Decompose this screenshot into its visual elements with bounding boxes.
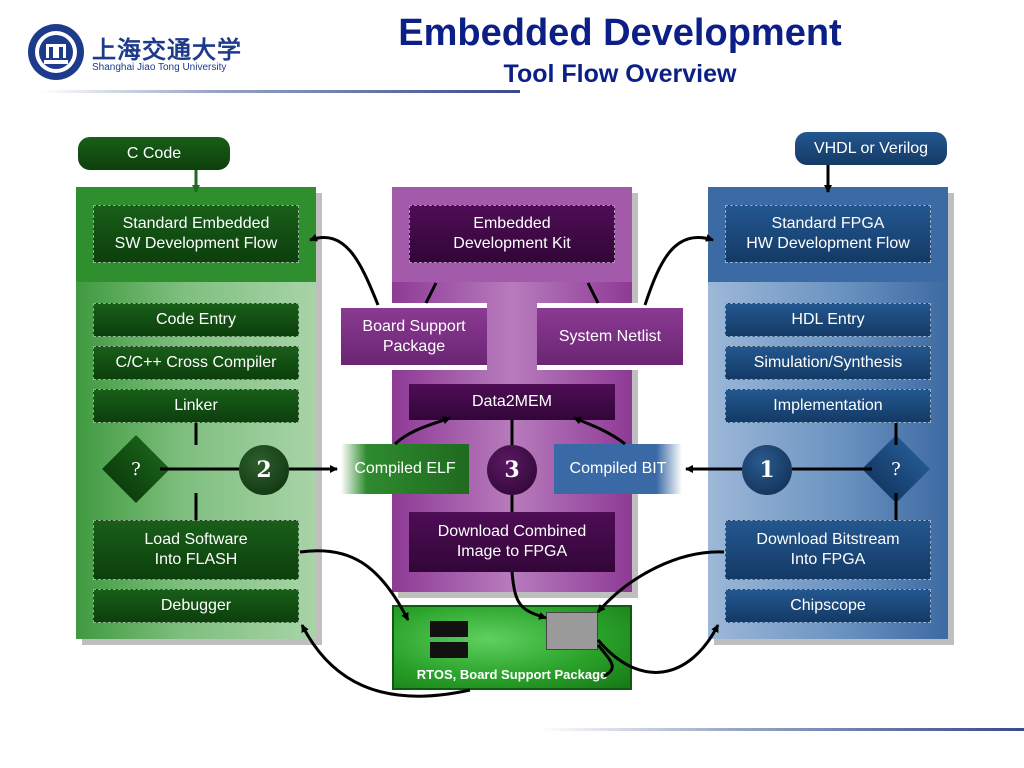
- university-name-cn: 上海交通大学: [92, 35, 242, 64]
- kit-header: Embedded Development Kit: [409, 205, 615, 263]
- kit-to-netlist-line: [586, 282, 600, 304]
- load-to-board-arrow: [299, 549, 410, 621]
- software-decision-label: ?: [131, 458, 141, 480]
- bit-to-data2mem-arrow: [573, 416, 626, 446]
- netlist-to-hw-arrow: [643, 234, 714, 306]
- page-title: Embedded Development: [398, 12, 842, 54]
- debugger-step: Debugger: [93, 589, 299, 623]
- c-code-pill: C Code: [78, 137, 230, 170]
- cross-compiler-step: C/C++ Cross Compiler: [93, 346, 299, 380]
- university-seal-icon: [28, 24, 84, 80]
- bitstream-to-chip-arrow: [596, 550, 725, 613]
- hdl-entry-step: HDL Entry: [725, 303, 931, 337]
- system-netlist-box: System Netlist: [537, 303, 683, 370]
- compiled-elf-box: Compiled ELF: [341, 444, 469, 494]
- step-1-badge: 1: [742, 445, 792, 495]
- data2mem-box: Data2MEM: [409, 384, 615, 420]
- simulation-synthesis-step: Simulation/Synthesis: [725, 346, 931, 380]
- compiled-bit-box: Compiled BIT: [554, 444, 682, 494]
- board-to-debugger-arrow: [300, 624, 471, 698]
- board-label: RTOS, Board Support Package: [416, 667, 608, 682]
- footer-rule: [540, 728, 1024, 731]
- load-software-step: Load Software Into FLASH: [93, 520, 299, 580]
- chip-to-board-left-arrow: [596, 644, 614, 678]
- elf-to-data2mem-arrow: [393, 416, 451, 446]
- hdl-pill: VHDL or Verilog: [795, 132, 947, 165]
- header-rule: [40, 90, 520, 93]
- step-2-badge: 2: [239, 445, 289, 495]
- software-flow-header: Standard Embedded SW Development Flow: [93, 205, 299, 263]
- hardware-flow-header: Standard FPGA HW Development Flow: [725, 205, 931, 263]
- download-combined-to-chip-arrow: [510, 571, 547, 620]
- board-to-chipscope-arrow: [596, 624, 720, 674]
- implementation-step: Implementation: [725, 389, 931, 423]
- bsp-to-sw-arrow: [309, 233, 380, 306]
- linker-step: Linker: [93, 389, 299, 423]
- board-chip-icon: [430, 642, 468, 658]
- kit-to-bsp-line: [424, 282, 438, 304]
- download-bitstream-step: Download Bitstream Into FPGA: [725, 520, 931, 580]
- chipscope-step: Chipscope: [725, 589, 931, 623]
- university-name-en: Shanghai Jiao Tong University: [92, 62, 227, 73]
- bsp-box: Board Support Package: [341, 303, 487, 370]
- hardware-decision-label: ?: [891, 458, 901, 480]
- board-chip-icon: [430, 621, 468, 637]
- download-combined-box: Download Combined Image to FPGA: [409, 512, 615, 572]
- step-3-badge: 3: [487, 445, 537, 495]
- fpga-chip-icon: [546, 612, 598, 650]
- page-subtitle: Tool Flow Overview: [503, 60, 737, 88]
- code-entry-step: Code Entry: [93, 303, 299, 337]
- university-logo: [26, 22, 86, 82]
